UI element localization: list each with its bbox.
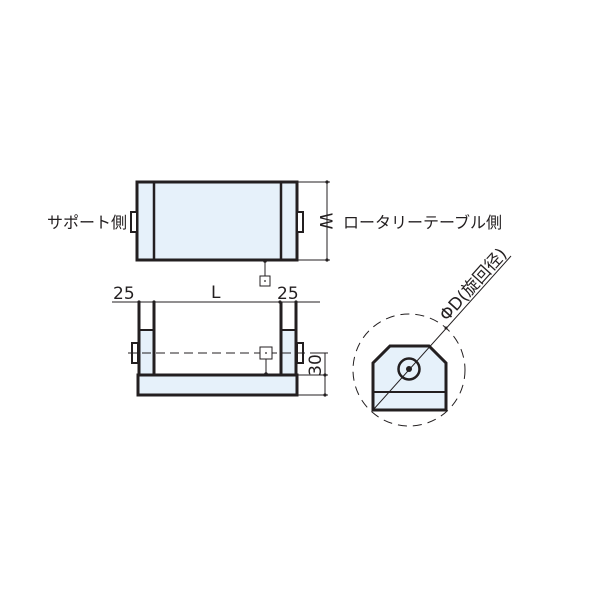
left-offset-label: 25 <box>113 284 135 304</box>
support-side-label: サポート側 <box>47 213 127 232</box>
diameter-leader-line <box>372 255 512 411</box>
rotation-axis-dot <box>406 366 412 372</box>
rotation-axis-ring <box>397 357 421 381</box>
rotary-table-side-label: ロータリーテーブル側 <box>343 213 502 232</box>
right-offset-label: 25 <box>277 284 299 304</box>
rotary-side-tab <box>296 211 304 233</box>
swing-diameter-circle <box>352 313 466 427</box>
side-view: 25 L 25 30 <box>112 283 328 397</box>
swing-diameter-label: ΦD(旋回径) <box>436 245 512 326</box>
height-dim-label: 30 <box>306 354 326 376</box>
top-view: W サポート側 ロータリーテーブル側 <box>47 180 502 287</box>
base-plate <box>136 373 299 397</box>
length-label: L <box>211 283 221 303</box>
top-view-body <box>135 180 299 262</box>
width-dim-label: W <box>315 213 335 230</box>
support-side-tab <box>130 211 138 233</box>
end-view: ΦD(旋回径) <box>352 245 512 427</box>
workpiece-profile <box>371 344 448 412</box>
